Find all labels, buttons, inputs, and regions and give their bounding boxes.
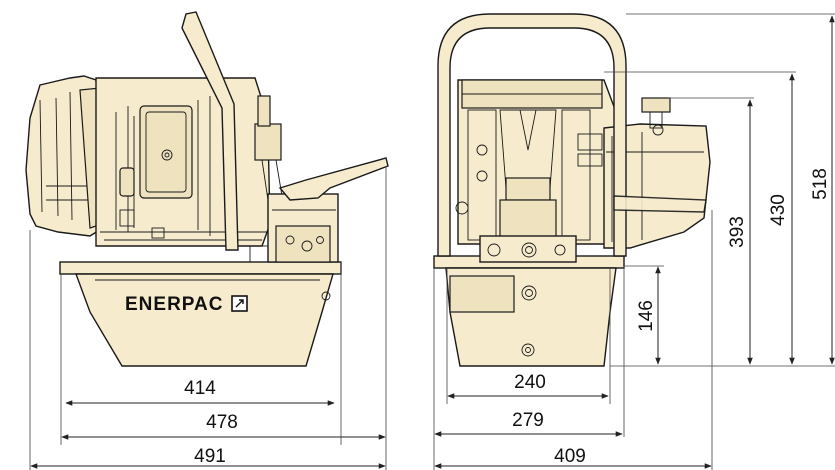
enerpac-logo: ENERPAC (125, 294, 224, 315)
side-base-plate (59, 261, 342, 275)
dim-label-393: 393 (727, 216, 748, 248)
dim-label-414: 414 (184, 378, 216, 399)
side-handle (181, 11, 239, 251)
dim-label-279: 279 (512, 410, 544, 431)
dim-label-478: 478 (206, 412, 238, 433)
dim-label-409: 409 (554, 446, 586, 467)
dim-label-491: 491 (194, 446, 226, 467)
front-view-pump (433, 13, 711, 367)
front-valve-block (479, 235, 577, 263)
dim-label-146: 146 (636, 300, 657, 332)
side-view-dimensions: 414 478 491 (29, 166, 387, 470)
side-view-pump: ENERPAC (25, 11, 389, 367)
side-valve-lever (278, 157, 389, 201)
dim-label-240: 240 (514, 372, 546, 393)
side-reservoir (74, 273, 334, 367)
dim-label-430: 430 (768, 194, 789, 226)
front-view-dimensions: 240 279 409 146 393 430 518 (433, 13, 835, 470)
front-roll-cage-handle (437, 13, 627, 257)
dim-label-518: 518 (810, 168, 831, 200)
